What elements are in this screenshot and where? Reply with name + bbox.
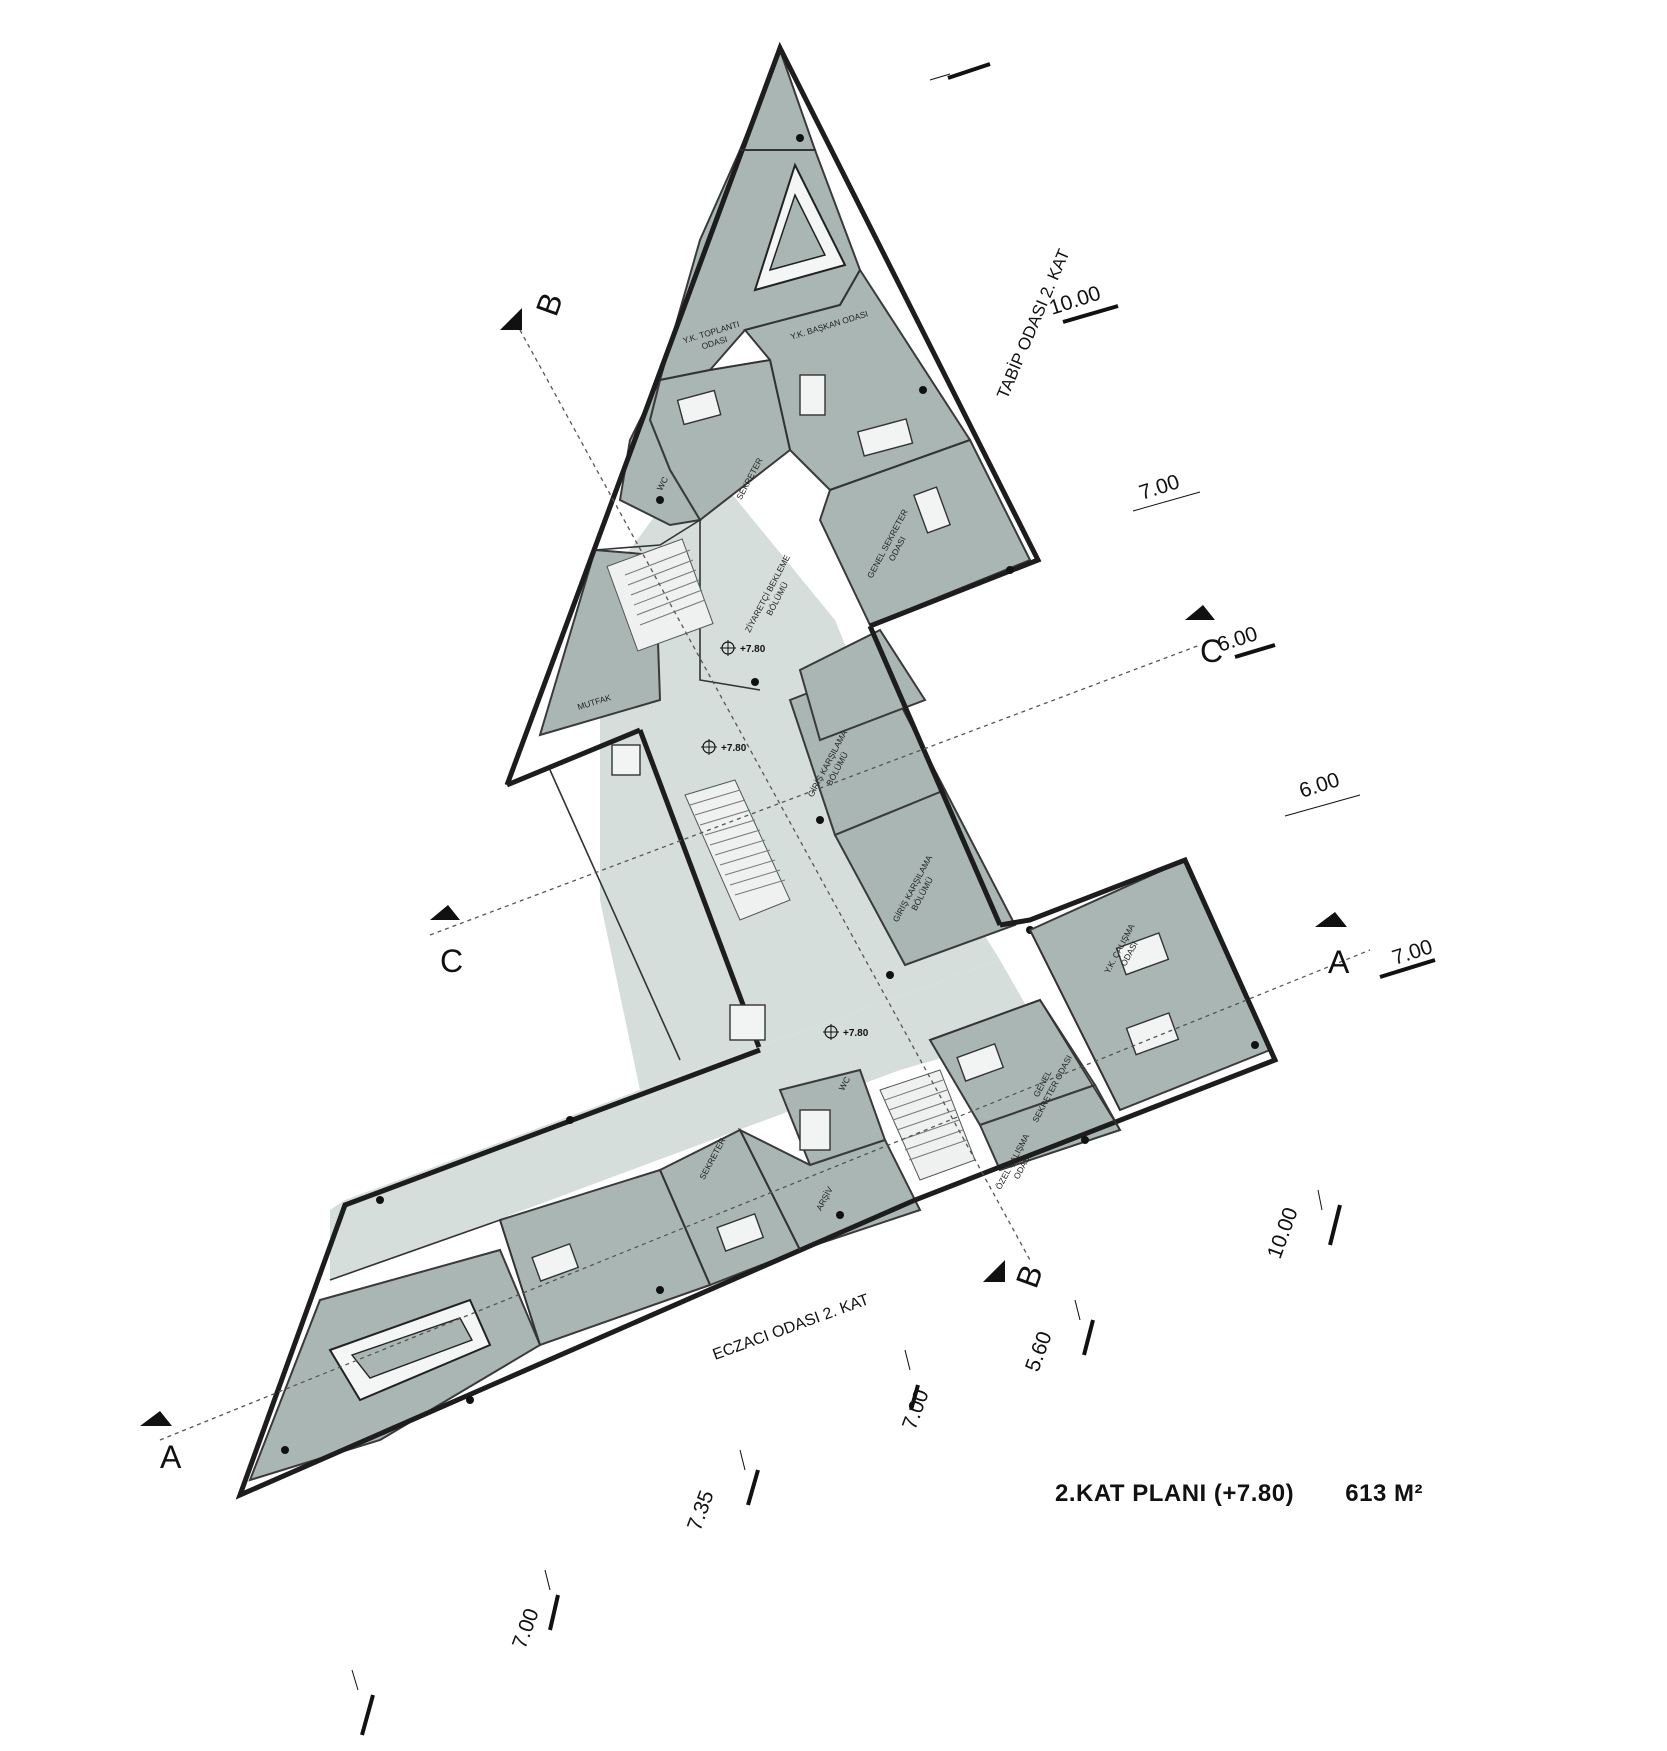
room-giris-top [798, 628, 927, 742]
section-c-right: C [1200, 633, 1223, 669]
elevation-markers: +7.80 +7.80 +7.80 [701, 640, 869, 1040]
north-wing-outer-wall [504, 41, 1042, 786]
elevation-1: +7.80 [740, 644, 766, 655]
arrow-c-left [430, 905, 460, 920]
room-wc-top [618, 379, 702, 527]
arrow-a-left [140, 1411, 172, 1426]
elevation-2: +7.80 [721, 743, 747, 754]
plan-area: 613 M² [1345, 1480, 1423, 1507]
elevation-3: +7.80 [843, 1028, 869, 1039]
arrow-a-right [1315, 912, 1347, 927]
central-wing [611, 625, 1034, 1051]
section-lines [159, 329, 1371, 1441]
dim-bottom-735: 7.35 [683, 1487, 719, 1533]
section-c-left: C [440, 943, 463, 979]
stair-middle [684, 779, 791, 921]
dim-right-6-b: 6.00 [1296, 768, 1342, 803]
label-eczaci-wing: ECZACI ODASI 2. KAT [711, 1291, 872, 1364]
section-b-top: B [529, 288, 570, 320]
dim-bottom-700-b: 7.00 [508, 1605, 544, 1651]
dim-bottom-560: 5.60 [1021, 1328, 1057, 1374]
dim-right-7-mid: 7.00 [1389, 935, 1435, 970]
arrow-b-top [500, 308, 522, 330]
section-a-left: A [160, 1439, 182, 1475]
plan-name: 2.KAT PLANI (+7.80) [1055, 1480, 1295, 1507]
arrow-b-bottom [983, 1260, 1005, 1282]
arrow-c-right [1185, 605, 1215, 620]
dim-right-10-bottom: 10.00 [1263, 1204, 1303, 1261]
label-tabip-wing: TABİP ODASI 2. KAT [993, 246, 1073, 401]
section-b-bottom: B [1009, 1260, 1050, 1292]
south-wing-outer-wall [235, 856, 1279, 1500]
plan-title: 2.KAT PLANI (+7.80) 613 M² [1055, 1480, 1423, 1508]
dim-right-7-top: 7.00 [1136, 470, 1182, 505]
section-a-right: A [1328, 944, 1350, 980]
south-wing [235, 856, 1279, 1500]
